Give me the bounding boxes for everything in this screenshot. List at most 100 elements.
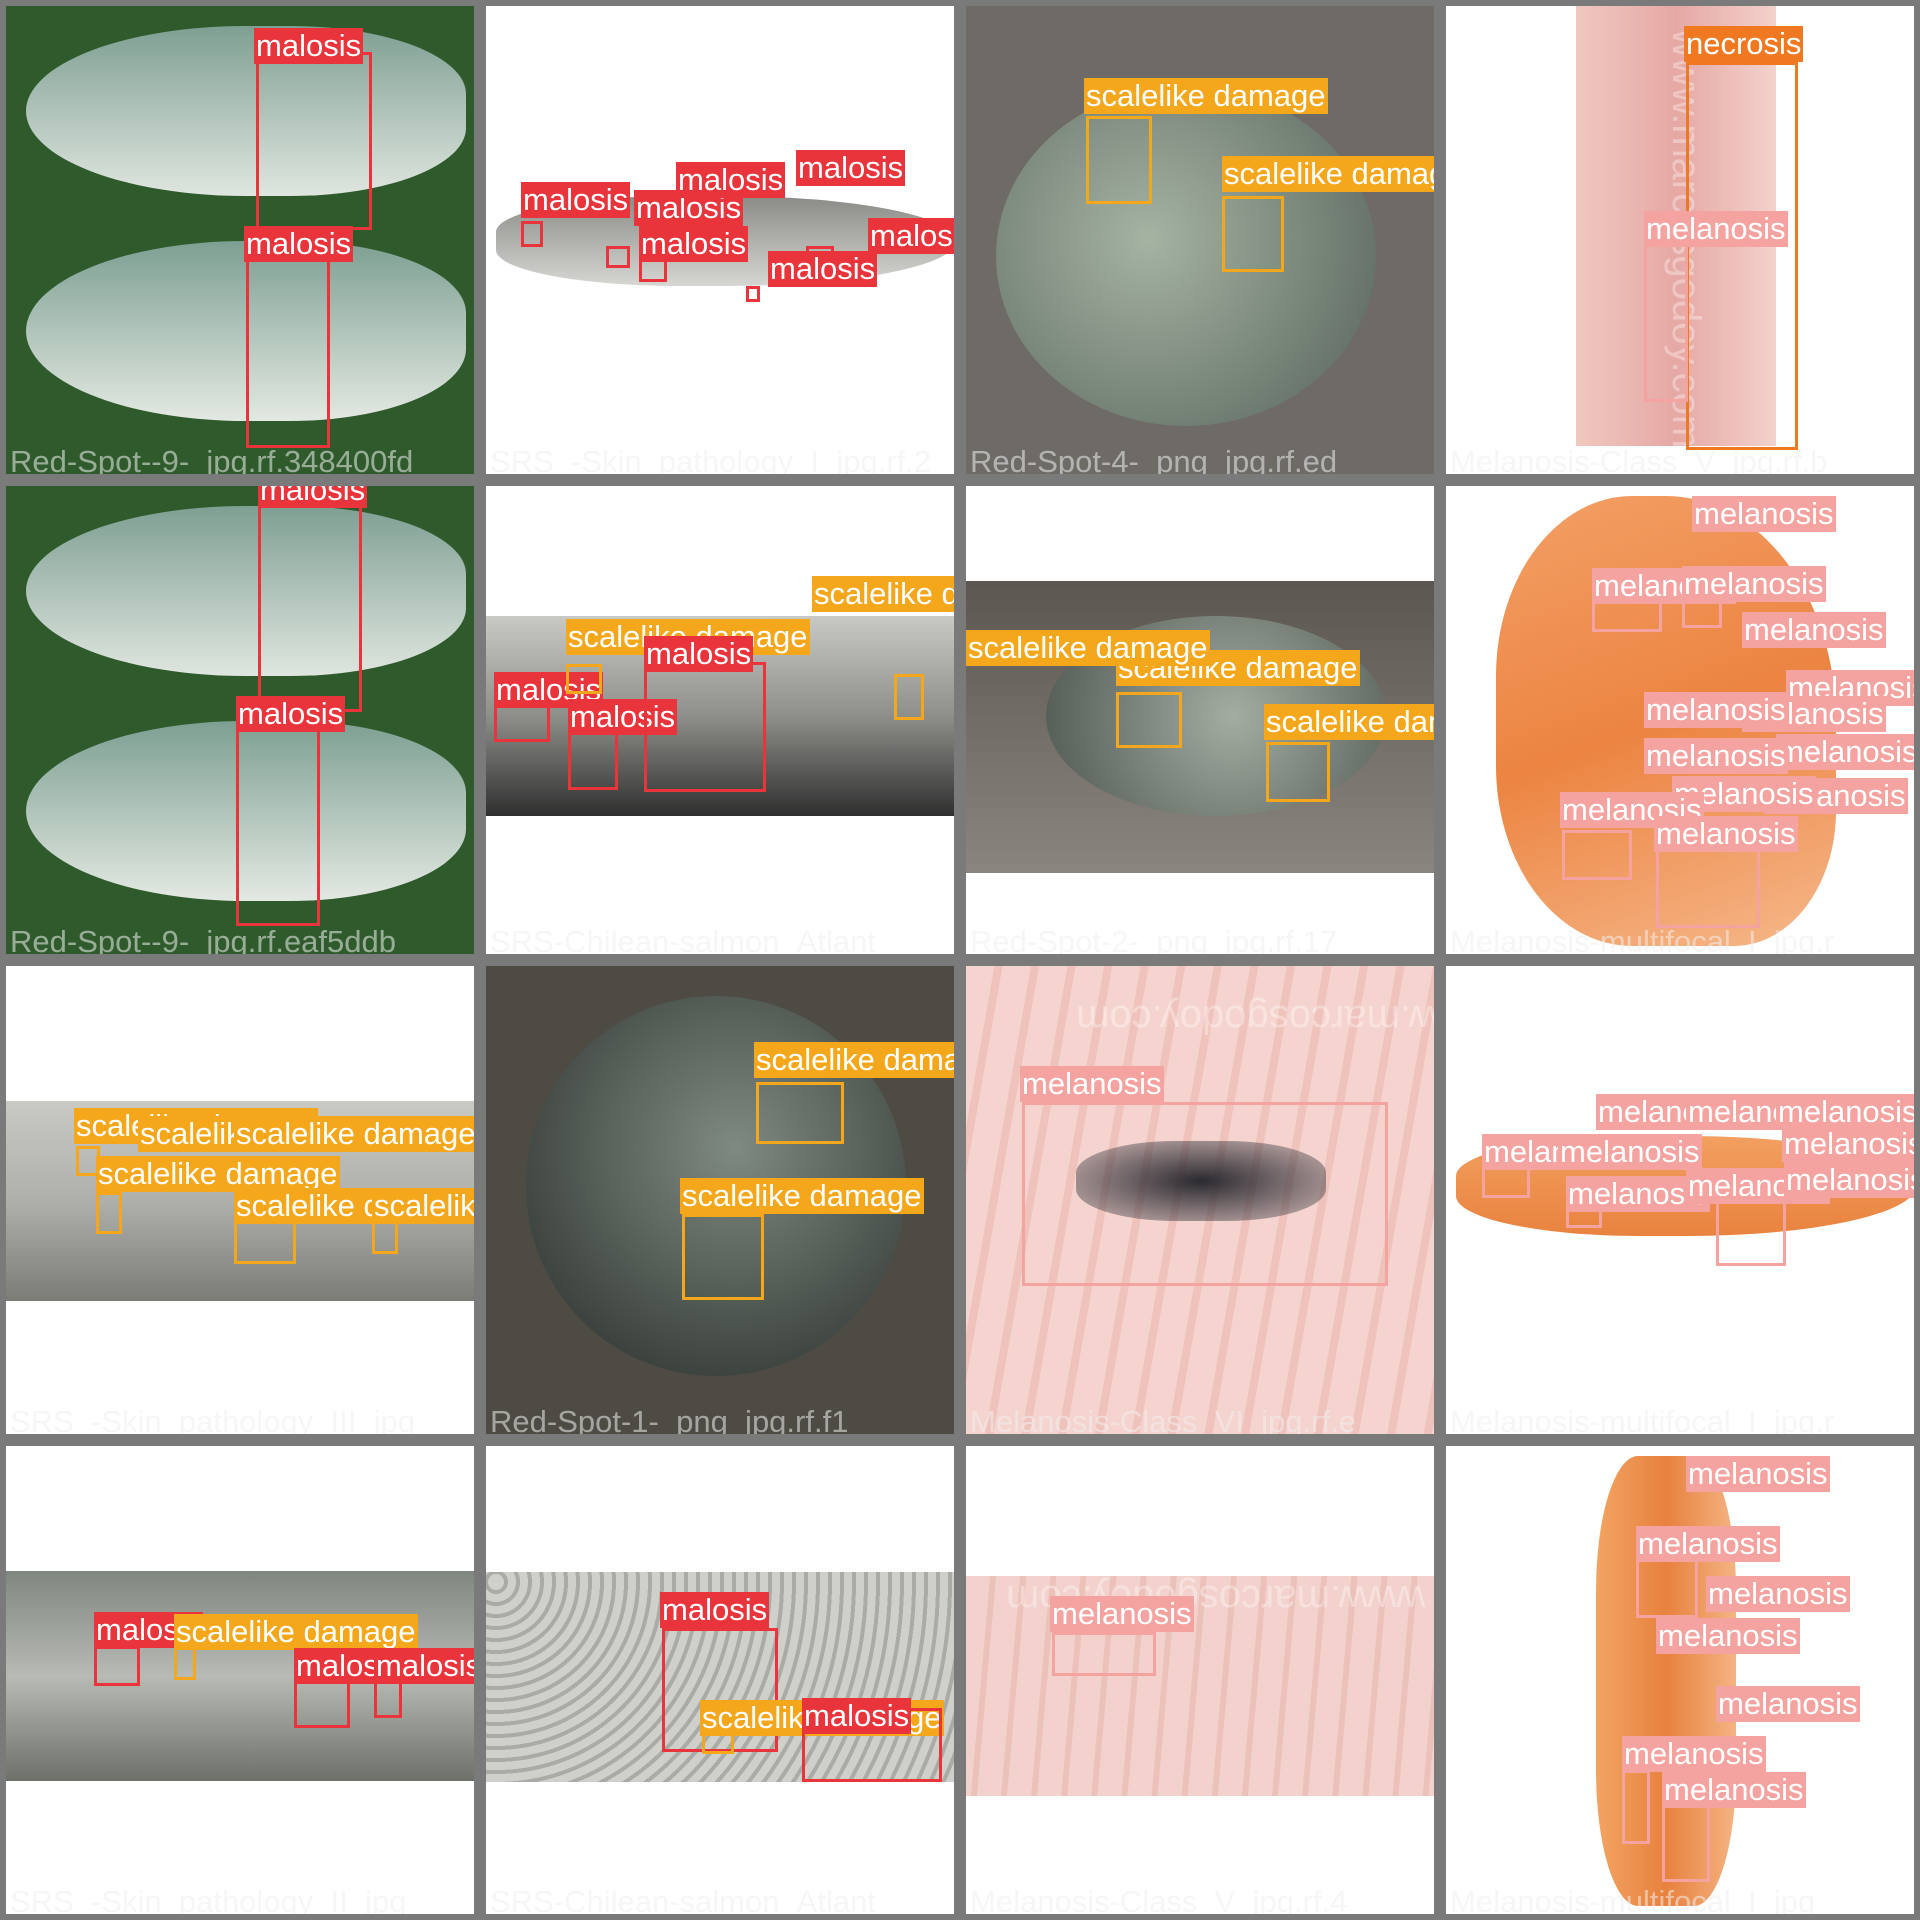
tile-15: www.marcosgodoy.com melanosis Melanosis-… xyxy=(960,1440,1440,1920)
image-filename: Red-Spot-1-_png_jpg.rf.f1 xyxy=(490,1404,849,1439)
detection-label: scalelike damage xyxy=(680,1178,924,1214)
detection-box xyxy=(258,502,362,712)
detection-label: melanosis xyxy=(1020,1066,1164,1102)
fish-photo xyxy=(996,86,1376,426)
fish-photo xyxy=(26,506,466,676)
image-filename: SRS_-Skin_pathology_I_jpg.rf.2 xyxy=(490,444,932,479)
image-filename: Melanosis-multifocal_I_jpg.r xyxy=(1450,1404,1835,1439)
detection-box xyxy=(682,1214,764,1300)
detection-box xyxy=(566,664,602,694)
watermark: www.marcosgodoy.com xyxy=(1076,997,1438,1041)
detection-box xyxy=(94,1646,140,1686)
detection-box xyxy=(662,1628,778,1752)
image-filename: Melanosis-Class_V_jpg.rf.4 xyxy=(970,1884,1348,1919)
detection-label: scalelike damage xyxy=(234,1116,476,1152)
detection-box xyxy=(236,726,320,926)
detection-box xyxy=(1086,116,1152,204)
image-filename: Red-Spot-2-_png_jpg.rf.17 xyxy=(970,924,1338,959)
detection-label: scalelike damage xyxy=(812,576,954,612)
tile-14: malosis scalelike damage malosis SRS-Chi… xyxy=(480,1440,960,1920)
detection-label: scalelike damage xyxy=(1264,704,1434,740)
detection-label: melanosis xyxy=(1622,1736,1766,1772)
detection-box xyxy=(521,221,543,247)
tile-3: scalelike damage scalelike damage Red-Sp… xyxy=(960,0,1440,480)
detection-label: scalelike damage xyxy=(96,1156,340,1192)
image-filename: Melanosis-multifocal_I_jpg.r xyxy=(1450,924,1835,959)
image-filename: Melanosis-multifocal_I_jpg xyxy=(1450,1884,1816,1919)
detection-box xyxy=(746,286,760,302)
image-filename: SRS-Chilean-salmon_Atlant xyxy=(490,924,876,959)
detection-label: malosis xyxy=(258,486,368,508)
detection-label: melanosis xyxy=(1742,612,1886,648)
image-filename: Red-Spot--9-_jpg.rf.eaf5ddb xyxy=(10,924,397,959)
detection-label: melanosis xyxy=(1692,496,1836,532)
detection-label: melanosis xyxy=(1566,1176,1710,1212)
detection-label: melanosis xyxy=(1656,1618,1800,1654)
detection-label: malosis xyxy=(568,699,678,735)
detection-box xyxy=(1562,830,1632,880)
detection-label: malosis xyxy=(868,218,954,254)
tile-13: malosis scalelike damage damage malosis … xyxy=(0,1440,480,1920)
detection-box xyxy=(294,1678,350,1728)
image-filename: Melanosis-Class_VI_jpg.rf.e xyxy=(970,1404,1356,1439)
fillet-photo xyxy=(966,1576,1434,1796)
detection-label: melanosis xyxy=(1776,1094,1918,1130)
detection-label: melanosis xyxy=(1644,738,1788,774)
detection-label: melanosis xyxy=(1706,1576,1850,1612)
detection-label: melanosis xyxy=(1644,692,1788,728)
detection-label: melanosis xyxy=(1782,1126,1914,1162)
detection-box xyxy=(256,52,372,230)
detection-box xyxy=(1622,1770,1650,1844)
detection-label: melanosis xyxy=(1636,1526,1780,1562)
detection-label: melanosis xyxy=(1050,1596,1194,1632)
image-filename: Red-Spot-4-_png_jpg.rf.ed xyxy=(970,444,1338,479)
detection-label: malosis xyxy=(796,150,906,186)
detection-label: scalelike damage xyxy=(966,630,1210,666)
tile-11: www.marcosgodoy.com melanosis Melanosis-… xyxy=(960,960,1440,1440)
detection-box xyxy=(894,674,924,720)
detection-label: melanosis xyxy=(1786,670,1914,706)
detection-label: scalelike damage xyxy=(754,1042,954,1078)
detection-box xyxy=(644,662,766,792)
detection-label: malosis xyxy=(660,1592,770,1628)
detection-box xyxy=(1266,742,1330,802)
detection-box xyxy=(1052,1632,1156,1676)
detection-label: malosis xyxy=(676,162,786,198)
image-filename: SRS_-Skin_pathology_II_jpg xyxy=(10,1884,407,1919)
tile-12: melanosis melanosis melanosis melanosis … xyxy=(1440,960,1920,1440)
detection-label: malosis xyxy=(802,1698,912,1734)
detection-box xyxy=(1716,1196,1786,1266)
detection-box xyxy=(1116,692,1182,748)
detection-label: melanosis xyxy=(1654,816,1798,852)
detection-label: malosis xyxy=(374,1648,474,1684)
detection-label: scalelike damage xyxy=(174,1614,418,1650)
tile-2: malosis malosis malosis malosis malosis … xyxy=(480,0,960,480)
tile-5: malosis malosis Red-Spot--9-_jpg.rf.eaf5… xyxy=(0,480,480,960)
fish-photo xyxy=(26,26,466,196)
image-filename: Melanosis-Class_V_jpg.rf.b xyxy=(1450,444,1828,479)
detection-label: melanosis xyxy=(1558,1134,1702,1170)
detection-box xyxy=(568,732,618,790)
tile-1: malosis malosis Red-Spot--9-_jpg.rf.3484… xyxy=(0,0,480,480)
image-filename: SRS_-Skin_pathology_III_jpg xyxy=(10,1404,415,1439)
tile-7: scalelike damage scalelike damage scalel… xyxy=(960,480,1440,960)
lesion xyxy=(1076,1141,1326,1221)
tile-4: www.marcosgodoy.com necrosis melanosis M… xyxy=(1440,0,1920,480)
detection-label: melanosis xyxy=(1662,1772,1806,1808)
tile-8: melanosis melanosis melanosis melanosis … xyxy=(1440,480,1920,960)
detection-label: malosis xyxy=(254,28,364,64)
tile-9: scalelike damage scalelike damage scalel… xyxy=(0,960,480,1440)
detection-box xyxy=(246,256,330,448)
detection-box xyxy=(374,1680,402,1718)
detection-label: necrosis xyxy=(1684,26,1804,62)
detection-label: malosis xyxy=(768,251,878,287)
detection-box xyxy=(234,1220,296,1264)
detection-label: scalelike damage xyxy=(1222,156,1434,192)
detection-box xyxy=(1644,238,1688,402)
detection-label: melanosis xyxy=(1776,734,1918,770)
detection-box xyxy=(1222,196,1284,272)
detection-label: scalelike damage xyxy=(372,1188,474,1224)
tile-10: scalelike damage scalelike damage Red-Sp… xyxy=(480,960,960,1440)
detection-box xyxy=(1686,62,1798,450)
detection-box xyxy=(96,1192,122,1234)
